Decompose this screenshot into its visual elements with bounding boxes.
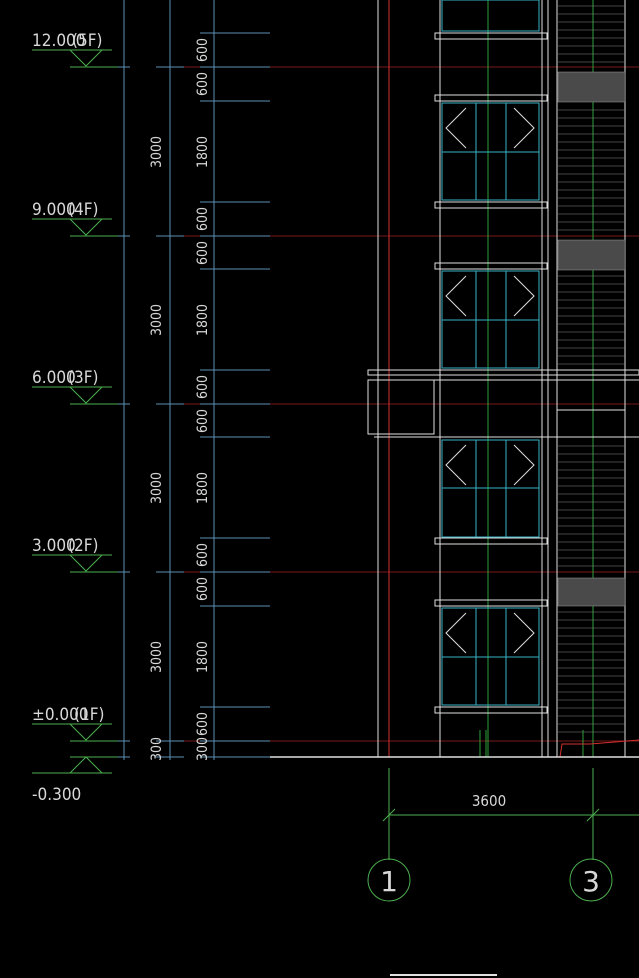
level-value: -0.300 (32, 785, 81, 805)
stair-hatch (558, 5, 625, 733)
level-marker-triangle-icon (69, 218, 103, 236)
axis-bubble-icon: 1 (367, 858, 411, 902)
level-markers: 12.000 (5F) 9.000 (4F) 6.000 (3F) 3.000 … (32, 31, 124, 805)
window (441, 102, 540, 201)
level-value: 9.000 (32, 200, 76, 220)
building-elevation (270, 0, 639, 758)
level-value: ±0.000 (32, 705, 89, 725)
level-marker: ±0.000 (1F) (32, 705, 124, 742)
level-marker-triangle-icon (69, 756, 103, 774)
dimension-chains (118, 0, 270, 760)
dimension-text: 3000 (149, 136, 165, 168)
dimension-text: 300 (149, 737, 165, 761)
level-value: 3.000 (32, 536, 76, 556)
dimension-text: 300 (195, 737, 211, 761)
window (441, 607, 540, 706)
dimension-text: 3000 (149, 304, 165, 336)
dimension-text: 1800 (195, 641, 211, 673)
level-floor-label: (1F) (74, 705, 104, 725)
axis-bubble-icon: 3 (569, 858, 613, 902)
level-marker-triangle-icon (69, 723, 103, 741)
dimension-text: 600 (195, 38, 211, 62)
level-floor-label: (4F) (68, 200, 98, 220)
dimension-text: 600 (195, 375, 211, 399)
dimension-text: 1800 (195, 304, 211, 336)
level-marker: 12.000 (5F) (32, 31, 124, 68)
level-value: 12.000 (32, 31, 86, 51)
level-value: 6.000 (32, 368, 76, 388)
dimension-text: 1800 (195, 472, 211, 504)
floor-height-dimensions: 3000 3000 3000 3000 300 (149, 136, 165, 761)
dimension-text: 600 (195, 72, 211, 96)
dimension-text: 600 (195, 577, 211, 601)
dimension-text: 1800 (195, 136, 211, 168)
level-marker: 3.000 (2F) (32, 536, 124, 573)
window (441, 439, 540, 538)
level-marker-triangle-icon (69, 49, 103, 67)
axis-bubbles: 1 3 (367, 858, 613, 902)
dimension-text: 600 (195, 207, 211, 231)
level-marker: 6.000 (3F) (32, 368, 124, 405)
canopy (367, 369, 639, 438)
level-marker-triangle-icon (69, 386, 103, 404)
dimension-text: 600 (195, 409, 211, 433)
axis-bubble-label: 1 (380, 865, 398, 898)
dimension-text: 3000 (149, 472, 165, 504)
window (441, 0, 540, 32)
level-marker-triangle-icon (69, 554, 103, 572)
dimension-text: 600 (195, 712, 211, 736)
dimension-text: 600 (195, 241, 211, 265)
level-marker: 9.000 (4F) (32, 200, 124, 237)
dimension-text: 3000 (149, 641, 165, 673)
axis-bubble-label: 3 (582, 865, 600, 898)
level-floor-label: (2F) (68, 536, 98, 556)
dimension-text: 600 (195, 543, 211, 567)
axis-spacing-label: 3600 (472, 792, 506, 810)
axis-dimension: 3600 (382, 768, 639, 860)
window (441, 270, 540, 369)
level-marker: -0.300 (32, 756, 124, 805)
level-floor-label: (5F) (72, 31, 102, 51)
level-floor-label: (3F) (68, 368, 98, 388)
stone-bands (557, 71, 626, 607)
window-dimensions: 600 600 1800 600 600 1800 600 600 1800 6… (195, 38, 211, 761)
